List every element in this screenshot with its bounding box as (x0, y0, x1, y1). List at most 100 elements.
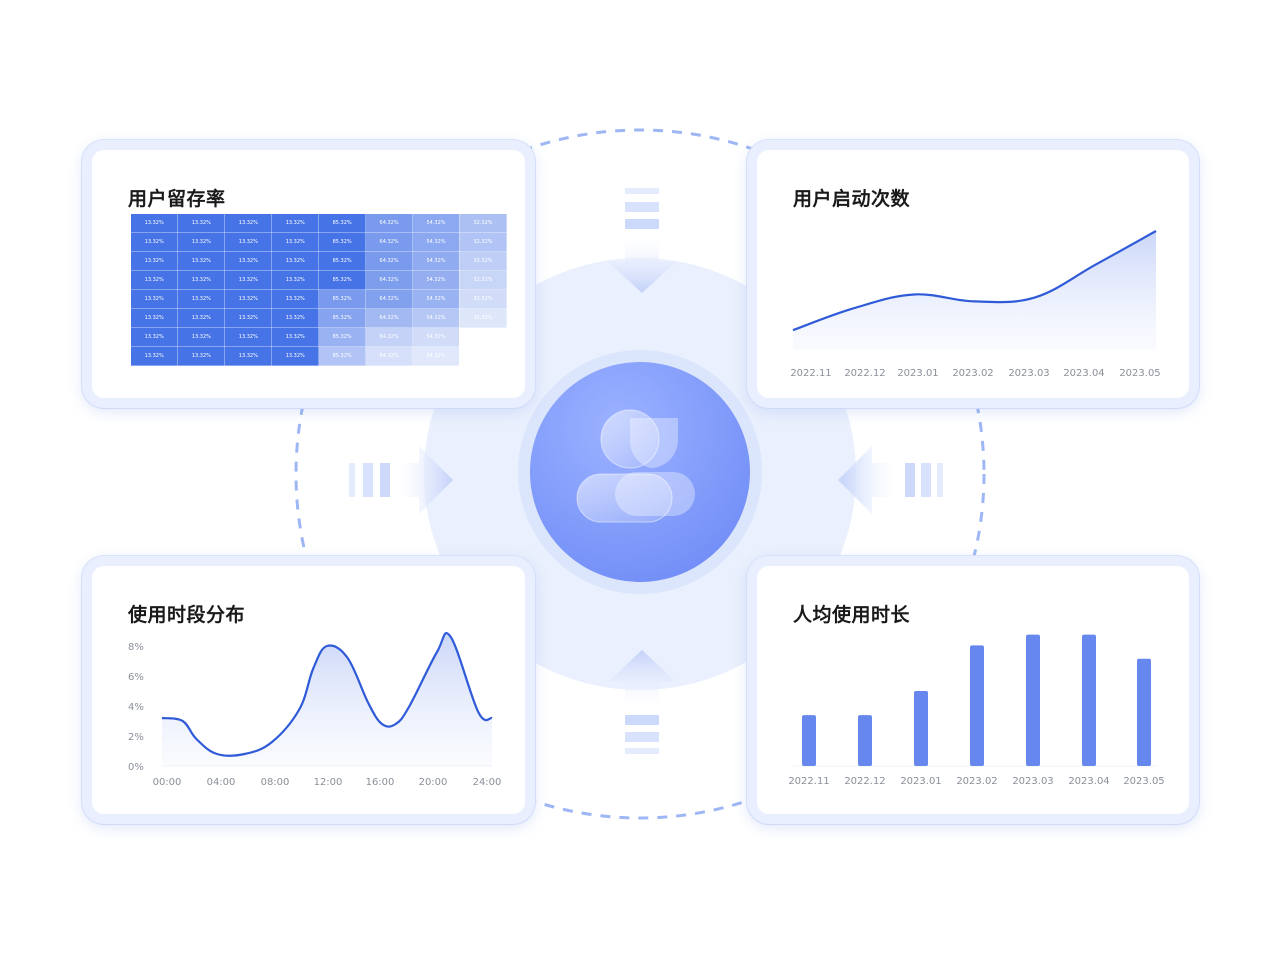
duration-bar (914, 690, 928, 766)
x-tick-label: 2023.02 (952, 368, 993, 379)
heatmap-cell: 13.32% (271, 214, 320, 234)
heatmap-cell: 13.32% (224, 232, 273, 253)
heatmap-cell: 13.32% (271, 270, 320, 291)
heatmap-row: 13.32%13.32%13.32%13.32%85.32%64.32%54.3… (131, 232, 508, 253)
arrow-down-icon (608, 188, 676, 293)
arrow-right-icon (349, 446, 453, 514)
heatmap-row: 13.32%13.32%13.32%13.32%85.32%64.32%54.3… (131, 251, 508, 272)
x-tick-label: 04:00 (207, 777, 236, 788)
heatmap-cell: 13.32% (131, 270, 179, 291)
x-tick-label: 2023.04 (1068, 776, 1109, 787)
x-tick-label: 2023.05 (1119, 368, 1160, 379)
heatmap-cell: 64.32% (365, 327, 414, 348)
retention-card: 用户留存率 13.32%13.32%13.32%13.32%85.32%64.3… (82, 140, 535, 408)
heatmap-row: 13.32%13.32%13.32%13.32%85.32%64.32%54.3… (131, 327, 507, 348)
heatmap-cell: 13.32% (177, 214, 226, 234)
x-tick-label: 16:00 (366, 777, 395, 788)
heatmap-row: 13.32%13.32%13.32%13.32%85.32%64.32%54.3… (131, 289, 508, 310)
duration-bar (858, 715, 872, 766)
heatmap-cell: 13.32% (224, 214, 273, 234)
heatmap-cell: 85.32% (318, 270, 367, 291)
heatmap-cell: 13.32% (224, 346, 273, 367)
x-tick-label: 12:00 (314, 777, 343, 788)
heatmap-cell: 54.32% (412, 308, 460, 329)
heatmap-cell: 13.32% (131, 346, 179, 367)
dashed-ring (294, 128, 986, 820)
y-tick-label: 0% (128, 762, 144, 773)
heatmap-row: 13.32%13.32%13.32%13.32%85.32%64.32%54.3… (131, 308, 508, 329)
heatmap-cell: 54.32% (412, 251, 460, 272)
arrow-left-icon (838, 446, 943, 514)
arrow-up-icon (608, 650, 676, 754)
heatmap-cell: 85.32% (318, 214, 367, 234)
x-tick-label: 2022.11 (788, 776, 829, 787)
x-tick-label: 2022.12 (844, 776, 885, 787)
heatmap-cell: 54.32% (412, 327, 460, 348)
heatmap-cell: 13.32% (177, 327, 226, 348)
heatmap-cell: 13.32% (177, 270, 226, 291)
heatmap-cell: 13.32% (177, 251, 226, 272)
heatmap-cell: 85.32% (318, 289, 367, 310)
heatmap-cell: 54.32% (412, 346, 460, 367)
heatmap-cell: 64.32% (365, 346, 414, 367)
retention-title: 用户留存率 (128, 188, 226, 210)
heatmap-cell (459, 347, 506, 366)
x-tick-label: 2022.11 (790, 368, 831, 379)
heatmap-cell: 54.32% (412, 270, 460, 291)
y-tick-label: 2% (128, 732, 144, 743)
duration-bar (1082, 634, 1096, 766)
heatmap-cell: 13.32% (224, 270, 273, 291)
x-tick-label: 2023.03 (1012, 776, 1053, 787)
heatmap-row: 13.32%13.32%13.32%13.32%85.32%64.32%54.3… (131, 270, 508, 291)
x-tick-label: 00:00 (153, 777, 182, 788)
launch-area (793, 231, 1156, 350)
heatmap-cell: 13.32% (177, 346, 226, 367)
heatmap-cell: 13.32% (271, 346, 320, 367)
center-badge (530, 362, 750, 582)
heatmap-cell: 32.32% (459, 232, 508, 253)
x-tick-label: 2023.02 (956, 776, 997, 787)
heatmap-cell: 32.32% (459, 251, 508, 272)
heatmap-cell: 13.32% (224, 308, 273, 329)
heatmap-cell: 13.32% (131, 289, 179, 310)
heatmap-cell (459, 328, 506, 347)
heatmap-cell: 13.32% (271, 232, 320, 253)
heatmap-cell: 32.32% (459, 270, 508, 291)
heatmap-cell: 64.32% (365, 251, 414, 272)
heatmap-cell: 64.32% (365, 308, 414, 329)
heatmap-cell: 85.32% (318, 327, 367, 348)
heatmap-cell: 85.32% (318, 346, 367, 367)
x-tick-label: 20:00 (419, 777, 448, 788)
x-tick-label: 2022.12 (844, 368, 885, 379)
duration-bar (970, 645, 984, 766)
heatmap-cell: 13.32% (131, 232, 179, 253)
x-tick-label: 2023.01 (897, 368, 938, 379)
heatmap-cell: 13.32% (271, 251, 320, 272)
heatmap-cell: 13.32% (131, 327, 179, 348)
launch-count-title: 用户启动次数 (793, 188, 911, 210)
heatmap-cell: 32.32% (459, 308, 508, 329)
heatmap-row: 13.32%13.32%13.32%13.32%85.32%64.32%54.3… (131, 346, 507, 367)
x-tick-label: 24:00 (473, 777, 502, 788)
heatmap-cell: 64.32% (365, 232, 414, 253)
launch-line (792, 230, 1157, 332)
heatmap-cell: 13.32% (224, 251, 273, 272)
y-tick-label: 8% (128, 642, 144, 653)
usage-period-title: 使用时段分布 (128, 604, 246, 626)
heatmap-row: 13.32%13.32%13.32%13.32%85.32%64.32%54.3… (131, 214, 508, 234)
heatmap-cell: 13.32% (131, 214, 179, 234)
heatmap-cell: 13.32% (131, 308, 179, 329)
heatmap-cell: 54.32% (412, 232, 460, 253)
heatmap-cell: 85.32% (318, 308, 367, 329)
heatmap-cell: 13.32% (177, 232, 226, 253)
usage-period-line (161, 631, 493, 757)
heatmap-cell: 32.32% (459, 214, 508, 234)
heatmap-cell: 64.32% (365, 289, 414, 310)
duration-bar (1026, 634, 1040, 766)
user-group-icon (576, 409, 695, 523)
heatmap-cell: 64.32% (365, 270, 414, 291)
